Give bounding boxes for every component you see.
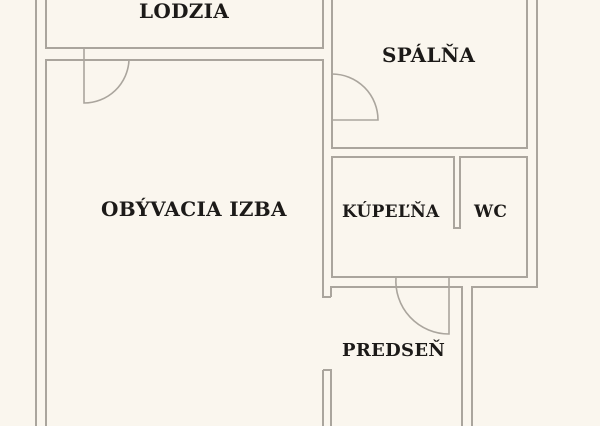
room-label-lodzia: LODZIA: [139, 0, 230, 23]
door-lodzia: [83, 48, 130, 104]
room-label-spalna: SPÁLŇA: [382, 43, 476, 67]
wall-lodzia: [45, 0, 324, 49]
wall-living-room: [45, 59, 331, 426]
wall-corridor-right: [471, 277, 538, 426]
room-label-wc: WC: [474, 202, 508, 222]
room-label-kupelna: KÚPEĽŇA: [342, 202, 440, 222]
wall-bathroom-wc: [331, 156, 528, 278]
wall-predsen-left-cap: [323, 369, 332, 426]
door-bedroom: [331, 73, 379, 121]
room-label-predsen: PREDSEŇ: [342, 340, 446, 361]
wall-bedroom: [331, 0, 528, 149]
door-bathroom: [395, 276, 450, 335]
room-label-obyvacia-izba: OBÝVACIA IZBA: [101, 197, 287, 221]
